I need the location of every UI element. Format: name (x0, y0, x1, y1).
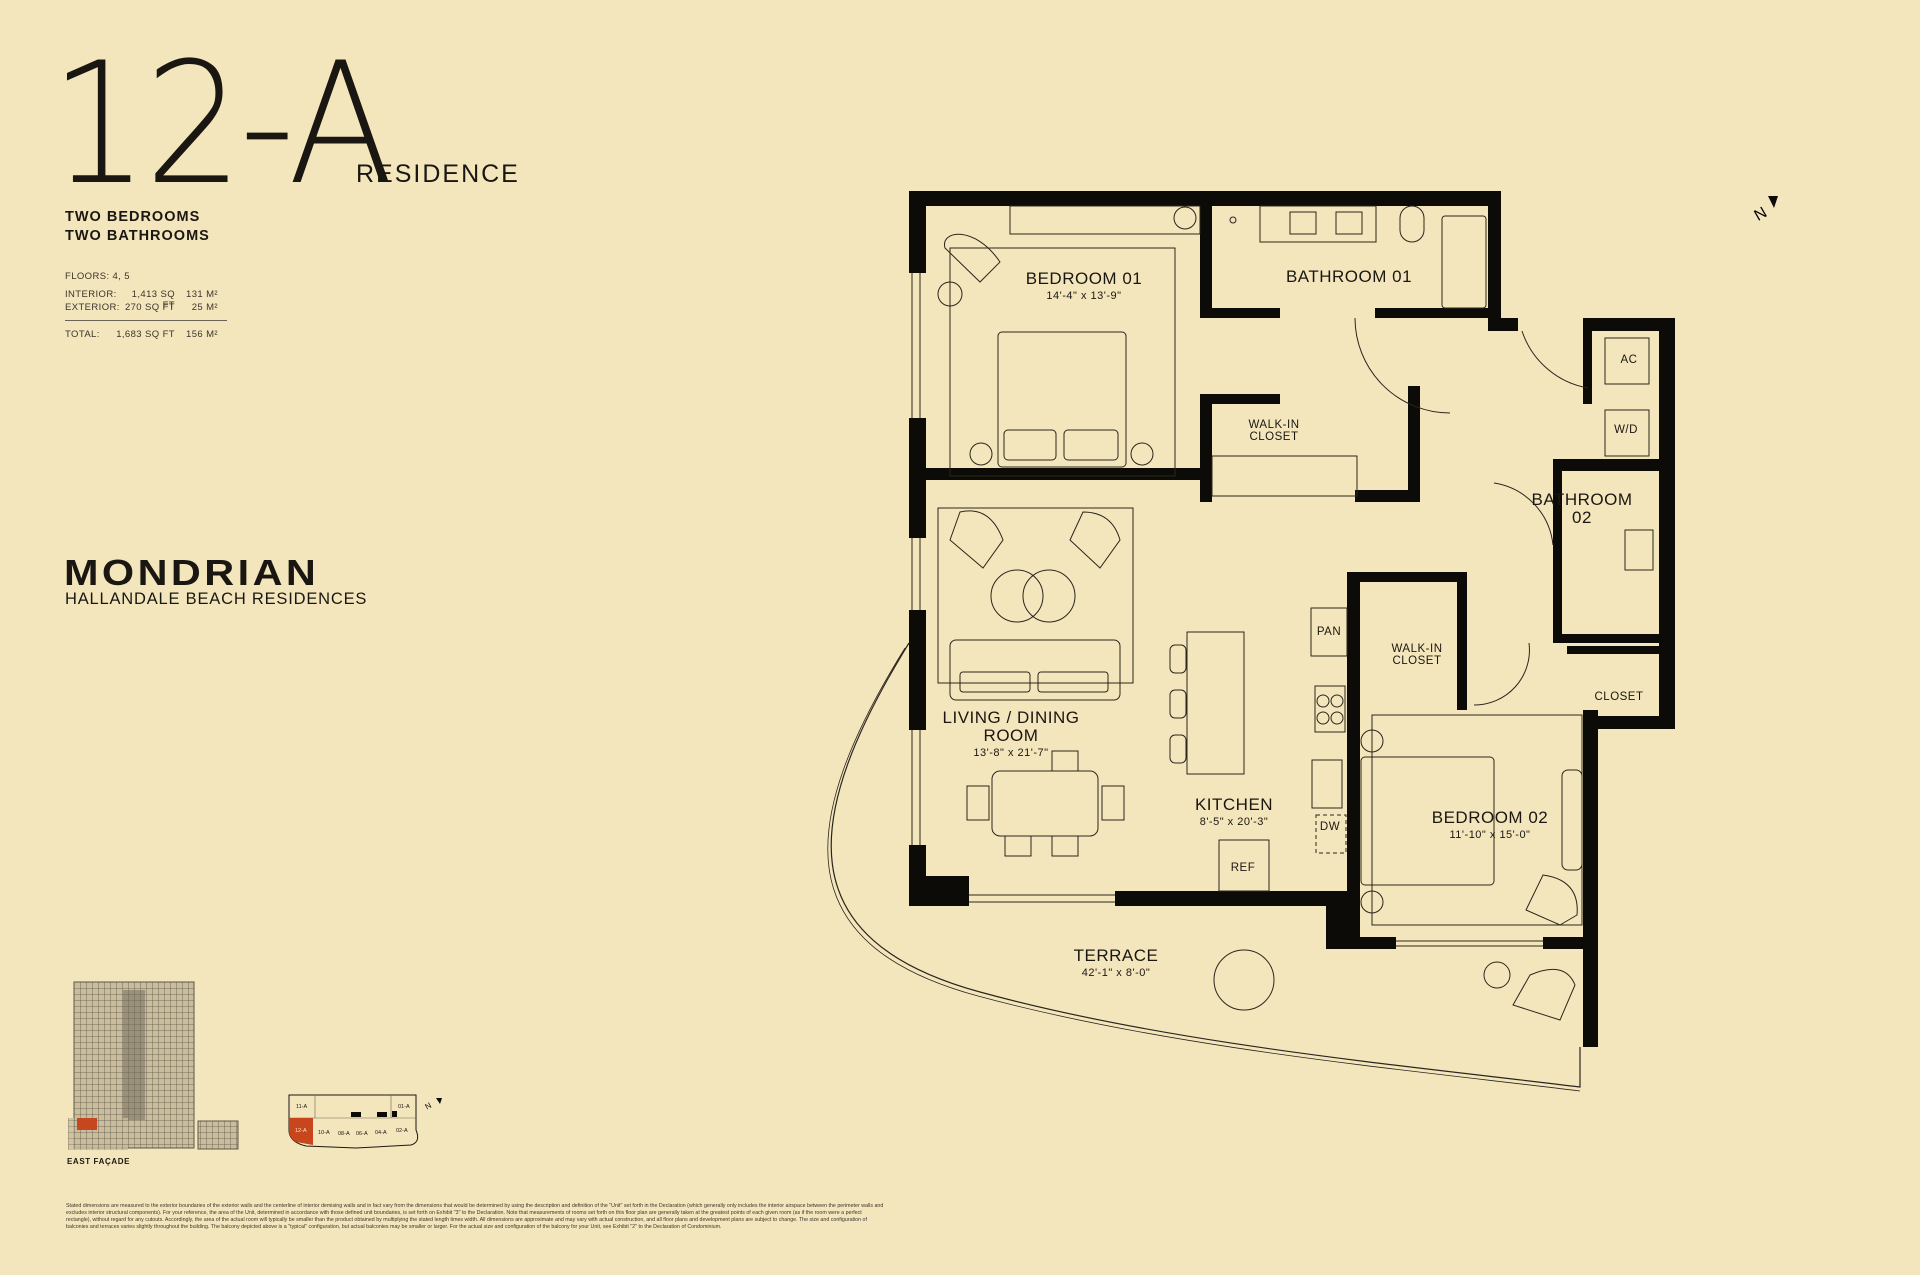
refrigerator-label: REF (1230, 862, 1256, 874)
bedroom01-bed (997, 331, 1127, 468)
room-washer-dryer: W/D (1614, 424, 1638, 436)
pantry (1310, 607, 1348, 657)
room-name: TERRACE (1073, 946, 1159, 965)
keyplan-unit: 11-A (296, 1104, 308, 1110)
bedrooms-count: TWO BEDROOMS (65, 209, 201, 225)
keyplan-unit: 01-A (398, 1104, 410, 1110)
terrace-table (1213, 949, 1275, 1011)
keyplan-unit: 02-A (396, 1128, 408, 1134)
north-label: N (1752, 204, 1771, 225)
key-plan: 11-A 01-A 12-A 10-A 08-A 06-A 04-A 02-A … (288, 1094, 442, 1149)
room-name: WALK-IN (1391, 643, 1443, 655)
room-name: ROOM (983, 725, 1039, 745)
walls (909, 191, 1675, 1047)
floors-text: FLOORS: 4, 5 (65, 271, 130, 282)
dining-table (991, 770, 1099, 837)
room-closet: CLOSET (1594, 691, 1644, 703)
exterior-sqft: 270 SQ FT (124, 302, 175, 313)
door-swings (1354, 317, 1589, 706)
room-name: CLOSET (1249, 431, 1299, 444)
unit-highlight (289, 1118, 313, 1145)
total-sqft: 1,683 SQ FT (116, 329, 175, 340)
bedroom02-bed (1360, 756, 1495, 886)
east-facade-thumbnail (68, 981, 239, 1150)
room-bathroom-01: BATHROOM 01 (1285, 267, 1413, 286)
room-pantry: PAN (1316, 626, 1342, 638)
total-sqm: 156 M² (186, 329, 218, 340)
terrace-outline (827, 642, 1581, 1092)
unit-title: 12-A (50, 26, 394, 222)
keyplan-unit: 04-A (375, 1130, 387, 1136)
living-rug (937, 507, 1134, 684)
room-dimensions: 42'-1" x 8'-0" (1081, 966, 1151, 979)
room-name: WALK-IN (1248, 419, 1300, 431)
room-name: BATHROOM (1531, 490, 1633, 509)
bedroom01-rug (949, 247, 1176, 477)
keyplan-unit: 10-A (318, 1130, 330, 1136)
north-arrow: N (1752, 196, 1778, 225)
exterior-label: EXTERIOR: (65, 302, 120, 313)
keyplan-unit: 12-A (295, 1128, 307, 1134)
bathrooms-count: TWO BATHROOMS (65, 228, 210, 244)
room-name: CLOSET (1392, 655, 1442, 668)
dishwasher-label: DW (1319, 821, 1341, 833)
room-name: 02 (1572, 507, 1592, 527)
interior-sqm: 131 M² (186, 289, 218, 300)
room-ac: AC (1620, 354, 1638, 366)
room-name: BEDROOM 01 (1025, 269, 1143, 288)
residence-label: RESIDENCE (356, 160, 520, 188)
bedroom01-dresser (1009, 205, 1201, 235)
unit-highlight (77, 1118, 97, 1130)
keyplan-unit: 08-A (338, 1131, 350, 1137)
brand-subtitle: HALLANDALE BEACH RESIDENCES (65, 590, 368, 608)
total-label: TOTAL: (65, 329, 100, 340)
sofa (949, 639, 1121, 701)
room-dimensions: 13'-8" x 21'-7" (973, 746, 1049, 759)
room-dimensions: 11'-10" x 15'-0" (1449, 828, 1531, 841)
room-name: KITCHEN (1194, 795, 1274, 814)
keyplan-north-arrow (436, 1098, 442, 1104)
keyplan-unit: 06-A (356, 1131, 368, 1137)
stats-divider (65, 320, 227, 321)
exterior-sqm: 25 M² (191, 302, 218, 313)
facade-label: EAST FAÇADE (67, 1157, 131, 1166)
room-dimensions: 8'-5" x 20'-3" (1199, 815, 1269, 828)
legal-disclaimer: Stated dimensions are measured to the ex… (66, 1203, 884, 1230)
brand-logo: MONDRIAN (64, 552, 320, 593)
interior-label: INTERIOR: (65, 289, 117, 300)
room-name: BEDROOM 02 (1431, 808, 1549, 827)
room-dimensions: 14'-4" x 13'-9" (1046, 289, 1122, 302)
furniture (937, 205, 1654, 1021)
interior-sqft: 1,413 SQ FT (131, 289, 175, 311)
room-name: LIVING / DINING (942, 708, 1080, 727)
windows (911, 273, 1543, 947)
kitchen-island (1186, 631, 1245, 775)
keyplan-north-label: N (424, 1101, 434, 1112)
